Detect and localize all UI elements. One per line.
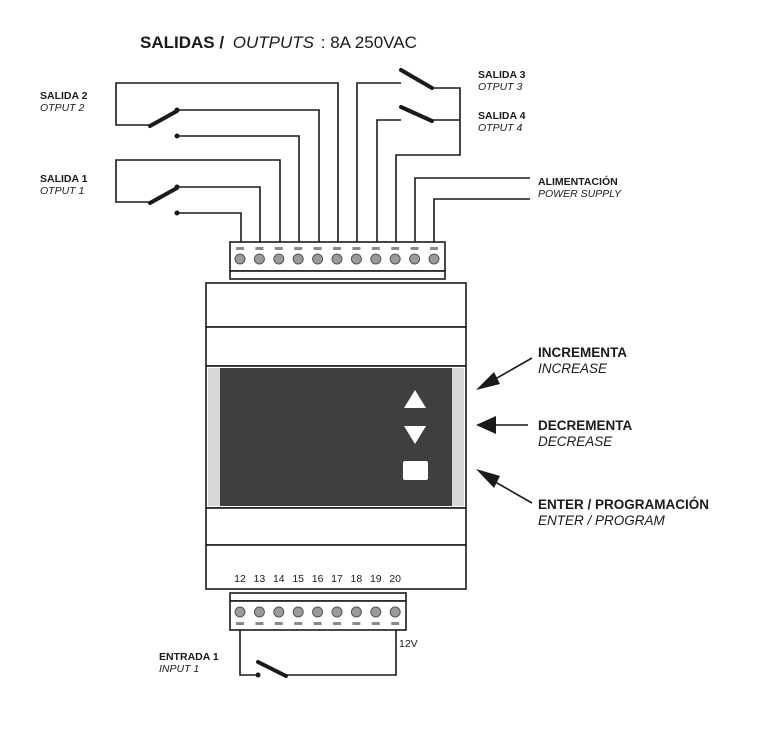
power-supply-wiring xyxy=(414,177,530,244)
output-1-switch xyxy=(148,186,179,205)
input-voltage-label: 12V xyxy=(399,638,418,650)
terminal-number: 14 xyxy=(273,573,285,585)
output-4-switch xyxy=(399,105,434,123)
output-4-label: SALIDA 4 xyxy=(478,110,526,122)
bottom-terminal-block xyxy=(229,592,407,631)
header-title: SALIDAS / OUTPUTS : 8A 250VAC xyxy=(140,33,417,52)
terminal-7 xyxy=(350,247,362,265)
decrease-sublabel: DECREASE xyxy=(538,434,613,449)
output-2-switch xyxy=(148,109,179,128)
terminal-16 xyxy=(312,606,324,625)
terminal-17 xyxy=(331,606,343,625)
terminal-number: 15 xyxy=(292,573,304,585)
enter-sublabel: ENTER / PROGRAM xyxy=(538,513,666,528)
terminal-10 xyxy=(409,247,421,265)
output-2-sublabel: OTPUT 2 xyxy=(40,102,84,114)
decrease-label: DECREMENTA xyxy=(538,418,633,433)
terminal-6 xyxy=(331,247,343,265)
output-2-wiring xyxy=(115,82,339,244)
terminal-8 xyxy=(370,247,382,265)
down-triangle-icon[interactable] xyxy=(404,426,426,444)
output-1-sublabel: OTPUT 1 xyxy=(40,185,84,197)
input-1-label: ENTRADA 1 xyxy=(159,651,219,663)
input-1-switch xyxy=(256,660,288,678)
terminal-11 xyxy=(428,247,440,265)
power-supply-sublabel: POWER SUPPLY xyxy=(538,188,622,200)
terminal-19 xyxy=(370,606,382,625)
terminal-13 xyxy=(253,606,265,625)
arrow-enter-icon xyxy=(476,469,500,488)
terminal-3 xyxy=(273,247,285,265)
output-1-wiring xyxy=(115,159,281,244)
terminal-1 xyxy=(234,247,246,265)
terminal-15 xyxy=(292,606,304,625)
terminal-number: 12 xyxy=(234,573,246,585)
terminal-number: 20 xyxy=(389,573,401,585)
callout-arrows xyxy=(476,357,533,504)
enter-label: ENTER / PROGRAMACIÓN xyxy=(538,497,709,512)
device-housing xyxy=(205,282,467,590)
increase-sublabel: INCREASE xyxy=(538,361,608,376)
terminal-number: 16 xyxy=(312,573,324,585)
output-4-sublabel: OTPUT 4 xyxy=(478,122,522,134)
terminal-9 xyxy=(389,247,401,265)
arrow-decrease-icon xyxy=(476,416,496,434)
terminal-number: 17 xyxy=(331,573,343,585)
arrow-increase-icon xyxy=(476,372,500,390)
terminal-14 xyxy=(273,606,285,625)
terminal-2 xyxy=(253,247,265,265)
top-terminal-block xyxy=(229,241,446,280)
output-3-switch xyxy=(399,68,434,90)
terminal-5 xyxy=(312,247,324,265)
output-3-sublabel: OTPUT 3 xyxy=(478,81,522,93)
input-wiring xyxy=(239,630,397,678)
up-triangle-icon[interactable] xyxy=(404,390,426,408)
input-1-sublabel: INPUT 1 xyxy=(159,663,199,675)
output-2-label: SALIDA 2 xyxy=(40,90,88,102)
terminal-number: 18 xyxy=(351,573,363,585)
enter-key-icon[interactable] xyxy=(403,461,428,480)
terminal-4 xyxy=(292,247,304,265)
output-3-4-wiring xyxy=(356,68,461,244)
terminal-20 xyxy=(389,606,401,625)
terminal-18 xyxy=(350,606,362,625)
increase-label: INCREMENTA xyxy=(538,345,627,360)
terminal-12 xyxy=(234,606,246,625)
output-3-label: SALIDA 3 xyxy=(478,69,526,81)
terminal-number: 13 xyxy=(254,573,266,585)
terminal-number: 19 xyxy=(370,573,382,585)
output-1-label: SALIDA 1 xyxy=(40,173,88,185)
power-supply-label: ALIMENTACIÓN xyxy=(538,175,618,188)
